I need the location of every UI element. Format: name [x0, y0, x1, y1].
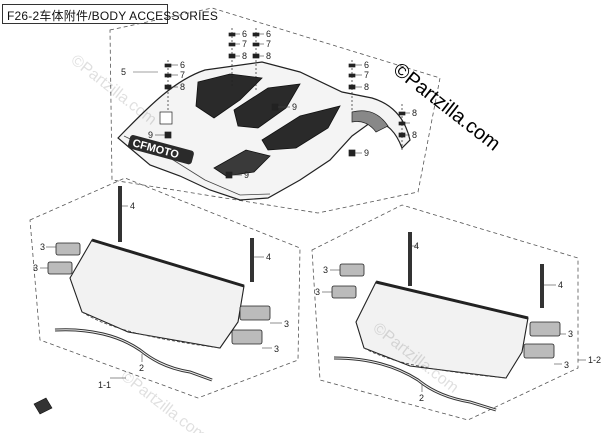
- support-rod-left-b: [250, 238, 254, 282]
- washer: [252, 32, 260, 37]
- page-title: F26-2车体附件/BODY ACCESSORIES: [7, 9, 219, 23]
- callout-3: 3: [33, 263, 38, 273]
- group-outlines: [29, 7, 579, 421]
- windshield-callouts: 4 4 3 3 3 3 2 1-1 4 4 3 3 3 3 2 1-2: [33, 201, 601, 403]
- hood-assembly: CFMOTO: [117, 61, 411, 201]
- windshield-bottom-edge-right: [363, 347, 507, 379]
- callout-6: 6: [180, 60, 185, 70]
- clamp-left-2: [47, 261, 73, 275]
- callout-3: 3: [274, 344, 279, 354]
- washer: [164, 63, 172, 68]
- callout-3: 3: [315, 287, 320, 297]
- callout-3: 3: [323, 265, 328, 275]
- callout-8: 8: [412, 108, 417, 118]
- windshield-assembly-right: [331, 232, 561, 412]
- washer: [348, 73, 356, 78]
- callout-9: 9: [292, 102, 297, 112]
- nut: [164, 84, 172, 90]
- callout-8: 8: [266, 51, 271, 61]
- callout-7: 7: [242, 39, 247, 49]
- clamp-right-3: [529, 321, 561, 337]
- hood-callouts: 5 6 7 8 6 7 8 6 7 8 6 7 8 8 8 9 9 9 9: [121, 29, 417, 180]
- windshield-assembly-left: [47, 186, 271, 382]
- windshield-bottom-edge-left: [81, 311, 221, 349]
- callout-8: 8: [180, 82, 185, 92]
- callout-3: 3: [284, 319, 289, 329]
- washer: [398, 121, 406, 126]
- callout-9: 9: [364, 148, 369, 158]
- hood-vent-middle: [233, 83, 301, 129]
- hood-vent-left: [195, 73, 263, 119]
- washer: [164, 73, 172, 78]
- nut: [398, 132, 406, 138]
- mount-bar-right-highlight: [333, 357, 497, 411]
- callout-5: 5: [121, 67, 126, 77]
- callout-7: 7: [364, 70, 369, 80]
- callout-9: 9: [244, 170, 249, 180]
- watermark-faint: ©Partzilla.com: [118, 368, 210, 433]
- washer: [398, 111, 406, 116]
- callout-4: 4: [130, 201, 135, 211]
- windshield-top-trim-left: [91, 238, 245, 288]
- nut: [228, 53, 236, 59]
- small-bracket-part: [33, 397, 53, 415]
- callout-3: 3: [568, 329, 573, 339]
- clamp-right-1: [339, 263, 365, 277]
- clamp-left-3: [239, 305, 271, 321]
- washer: [228, 32, 236, 37]
- hood-fender-right: [351, 110, 389, 133]
- callout-9: 9: [148, 130, 153, 140]
- bolt: [271, 103, 279, 111]
- clamp-right-2: [331, 285, 357, 299]
- callout-8: 8: [364, 82, 369, 92]
- callout-2: 2: [419, 393, 424, 403]
- callout-8: 8: [412, 130, 417, 140]
- callout-6: 6: [364, 60, 369, 70]
- nut: [348, 84, 356, 90]
- callout-2: 2: [139, 363, 144, 373]
- callout-8: 8: [242, 51, 247, 61]
- washer: [228, 42, 236, 47]
- windshield-leaders: [40, 205, 586, 392]
- page-title-box: F26-2车体附件/BODY ACCESSORIES: [2, 4, 218, 24]
- callout-1-1: 1-1: [98, 380, 111, 390]
- washer: [252, 42, 260, 47]
- windshield-group-outline-1: [29, 177, 301, 399]
- clamp-left-1: [55, 242, 81, 256]
- watermark-faint: ©Partzilla.com: [68, 52, 160, 129]
- hood-lower-vent: [213, 149, 271, 177]
- clamp-left-4: [231, 329, 263, 345]
- callout-1-2: 1-2: [588, 355, 601, 365]
- callout-3: 3: [40, 242, 45, 252]
- hood-brand-plate: [127, 135, 194, 165]
- support-rod-left-a: [118, 186, 122, 242]
- hood-group-outline: [109, 7, 441, 214]
- hood-badge-plate: [159, 111, 173, 125]
- hood-vent-right: [261, 105, 341, 151]
- support-rod-right-b: [540, 264, 544, 308]
- bolt: [348, 149, 356, 157]
- callout-7: 7: [180, 70, 185, 80]
- support-rod-right-a: [408, 232, 412, 286]
- mount-bar-left-highlight: [54, 329, 213, 381]
- callout-3: 3: [564, 360, 569, 370]
- bolt: [225, 171, 233, 179]
- callout-4: 4: [414, 241, 419, 251]
- callout-7: 7: [266, 39, 271, 49]
- windshield-group-outline-2: [311, 204, 579, 421]
- nut: [252, 53, 260, 59]
- callout-6: 6: [266, 29, 271, 39]
- clamp-right-4: [523, 343, 555, 359]
- windshield-top-trim-right: [375, 280, 529, 320]
- callout-6: 6: [242, 29, 247, 39]
- hood-leaders: [133, 33, 410, 176]
- callout-4: 4: [266, 252, 271, 262]
- bolt: [164, 131, 172, 139]
- washer: [348, 63, 356, 68]
- callout-4: 4: [558, 280, 563, 290]
